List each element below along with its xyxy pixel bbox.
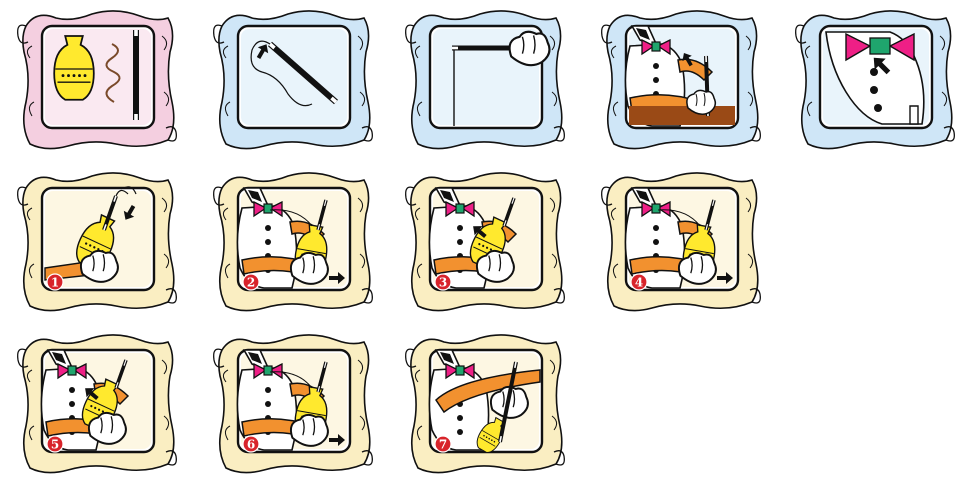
panel-scene: 5 (41, 350, 154, 452)
panel-art: 5 (12, 330, 182, 480)
panel-scene (820, 26, 932, 128)
panel-art: 7 (400, 330, 570, 480)
bowtie-knot (456, 366, 464, 375)
step-badge: 2 (243, 274, 259, 290)
setup-panel-wand-held (400, 6, 570, 156)
panel-art: 6 (208, 330, 378, 480)
panel-scene: 3 (429, 188, 542, 290)
step-number: 1 (51, 276, 59, 290)
wand-icon (910, 106, 918, 124)
panel-art (596, 6, 766, 156)
panel-art (12, 6, 182, 156)
button-dot (870, 86, 878, 94)
step-number: 7 (439, 438, 447, 452)
panel-scene: 1 (42, 187, 154, 290)
panel-scene: 4 (625, 188, 738, 290)
setup-panel-closeup (790, 6, 960, 156)
panel-scene (42, 26, 154, 128)
bowtie-knot (456, 204, 464, 213)
step-panel-1: 1 (12, 168, 182, 318)
setup-panel-performer (596, 6, 766, 156)
panel-art (790, 6, 960, 156)
panel-art (400, 6, 570, 156)
panel-scene (625, 26, 738, 128)
panel-scene: 7 (429, 350, 542, 456)
step-badge: 7 (435, 436, 451, 452)
step-number: 6 (247, 438, 255, 452)
panel-art: 4 (596, 168, 766, 318)
button-dot (870, 68, 878, 76)
panel-art: 1 (12, 168, 182, 318)
panel-art: 3 (400, 168, 570, 318)
step-badge: 5 (47, 436, 63, 452)
step-badge: 3 (435, 274, 451, 290)
step-panel-3: 3 (400, 168, 570, 318)
panel-scene (430, 26, 549, 128)
step-panel-5: 5 (12, 330, 182, 480)
step-number: 2 (247, 276, 255, 290)
step-panel-4: 4 (596, 168, 766, 318)
bowtie-knot (264, 366, 272, 375)
bowtie-knot (652, 42, 660, 51)
step-badge: 4 (631, 274, 647, 290)
panel-scene: 6 (237, 350, 350, 452)
step-number: 4 (635, 276, 643, 290)
step-panel-2: 2 (208, 168, 378, 318)
step-badge: 1 (47, 274, 63, 290)
step-number: 3 (439, 276, 447, 290)
bowtie-knot (264, 204, 272, 213)
bowtie-knot (870, 38, 890, 54)
bowtie-knot (652, 204, 660, 213)
step-badge: 6 (243, 436, 259, 452)
table-top (629, 106, 735, 125)
step-number: 5 (51, 438, 59, 452)
panel-scene (238, 26, 350, 128)
setup-panel-wand-string (208, 6, 378, 156)
panel-scene: 2 (237, 188, 350, 290)
panel-art: 2 (208, 168, 378, 318)
setup-panel-props (12, 6, 182, 156)
step-panel-6: 6 (208, 330, 378, 480)
panel-art (208, 6, 378, 156)
bowtie-knot (68, 366, 76, 375)
step-panel-7: 7 (400, 330, 570, 480)
button-dot (874, 104, 882, 112)
